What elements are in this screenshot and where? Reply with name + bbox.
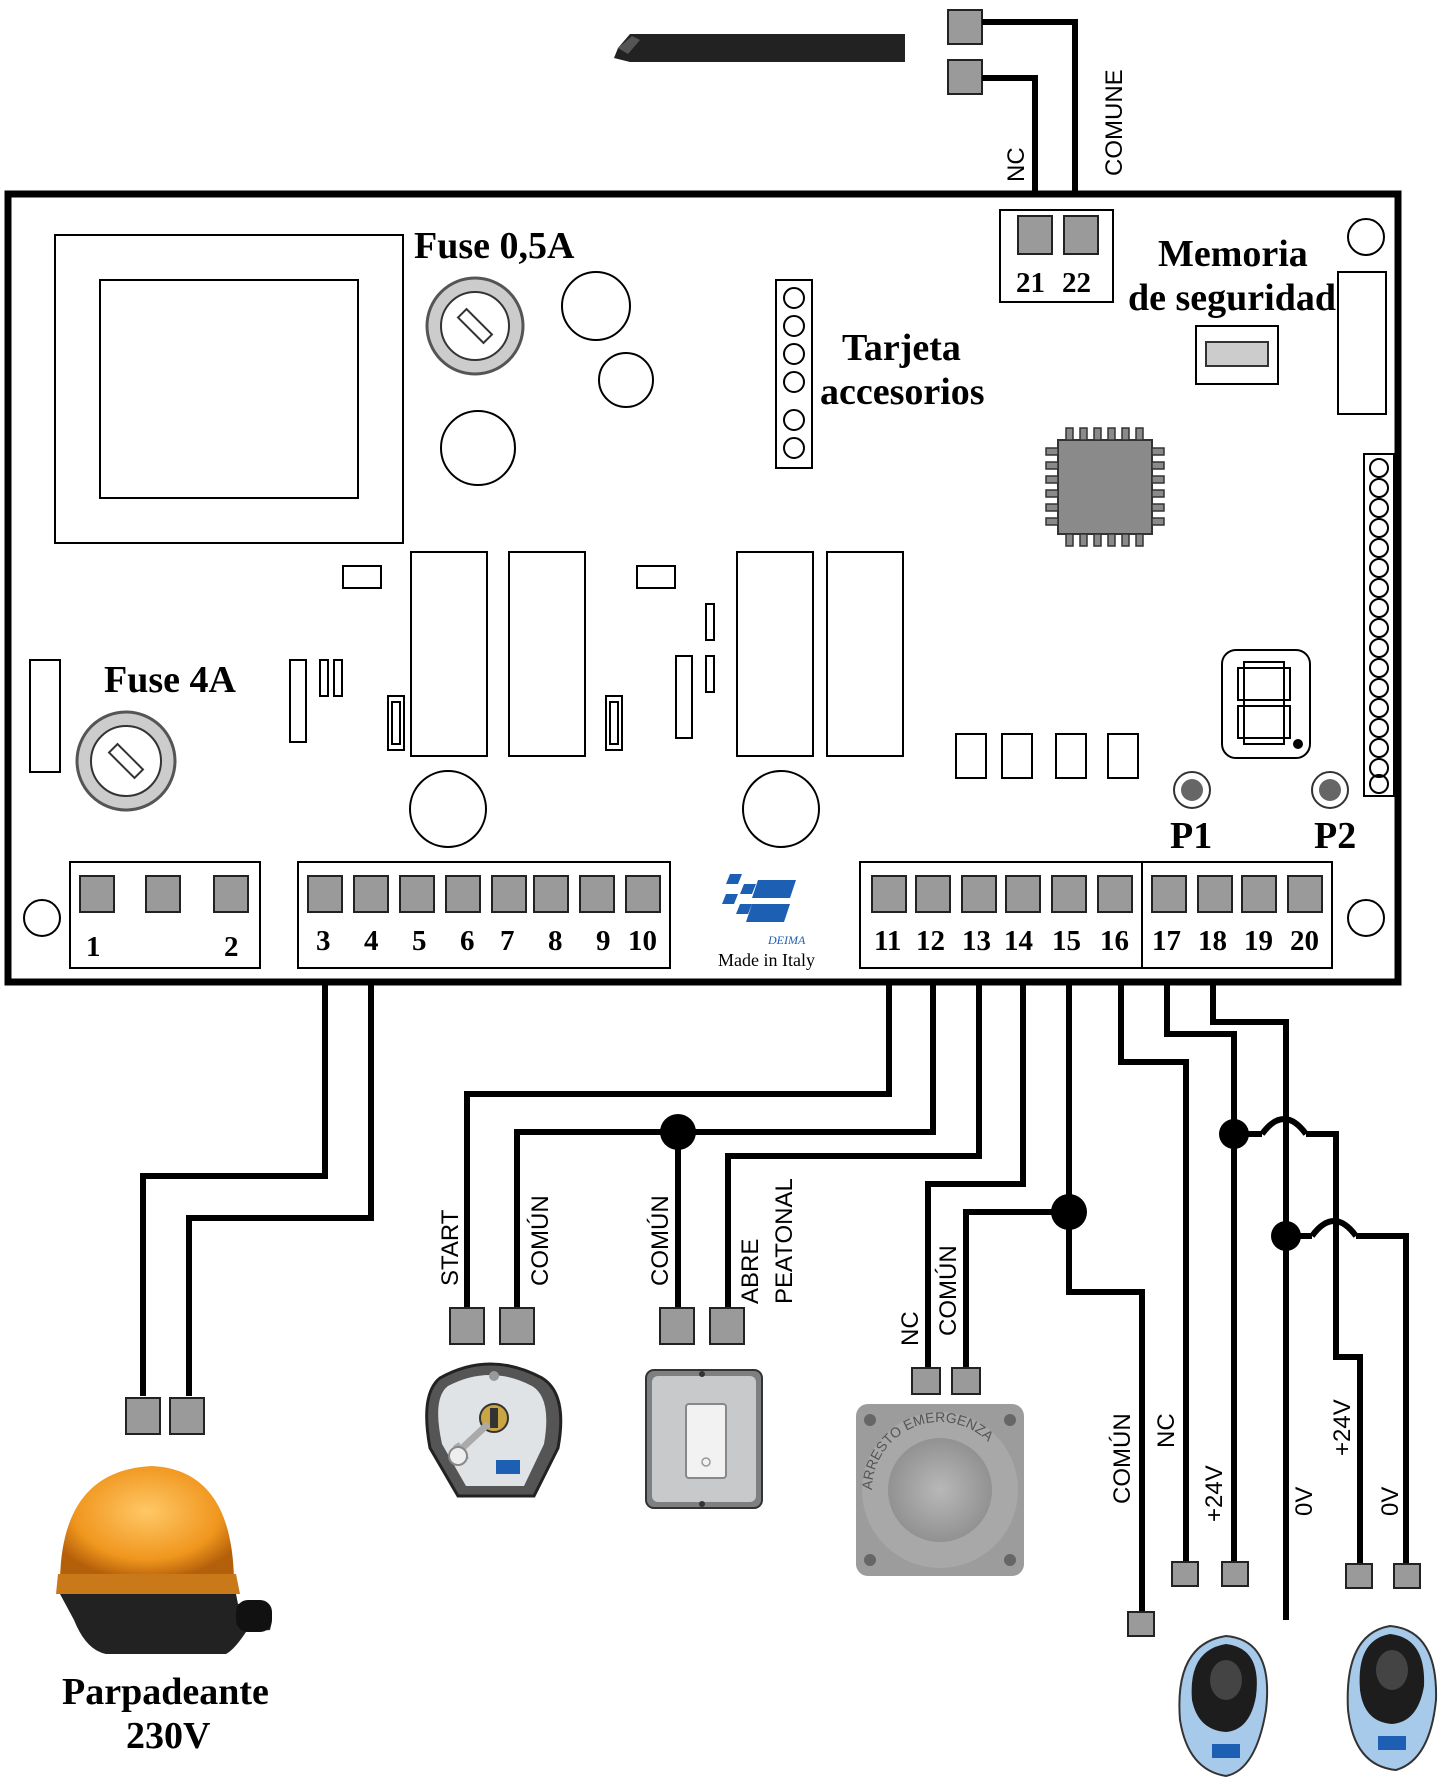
small-components xyxy=(29,565,1139,779)
emergency-stop: ARRESTO EMERGENZA xyxy=(856,1367,1024,1576)
button-p1[interactable] xyxy=(1173,771,1211,809)
wire-label-0v-a: 0V xyxy=(1291,1487,1318,1516)
terminal-block-a xyxy=(69,861,261,969)
wire-label-24v-b: +24V xyxy=(1329,1399,1356,1456)
terminal-22: 22 xyxy=(1062,267,1091,299)
transformer xyxy=(54,234,404,544)
wire-label-stop-nc: NC xyxy=(897,1311,924,1346)
wire-label-0v-b: 0V xyxy=(1377,1487,1404,1516)
wire-label-nc-top: NC xyxy=(1003,147,1030,182)
flashing-lamp xyxy=(56,1397,272,1654)
terminal-17: 17 xyxy=(1152,925,1181,957)
terminal-5: 5 xyxy=(412,925,427,957)
terminal-20: 20 xyxy=(1290,925,1319,957)
terminal-13: 13 xyxy=(962,925,991,957)
terminal-6: 6 xyxy=(460,925,475,957)
pin-header-right xyxy=(1363,453,1395,797)
fuse-large-label: Fuse 4A xyxy=(104,659,237,701)
terminal-8: 8 xyxy=(548,925,563,957)
photocell-b xyxy=(1345,1563,1438,1772)
microcontroller xyxy=(1045,427,1165,547)
fuse-small-label: Fuse 0,5A xyxy=(414,225,575,267)
terminal-21: 21 xyxy=(1016,267,1045,299)
terminal-14: 14 xyxy=(1004,925,1033,957)
terminal-1: 1 xyxy=(86,931,101,963)
terminal-labels-c: 11 12 13 14 15 16 17 18 19 20 xyxy=(874,925,1319,957)
terminal-labels-b: 3 4 5 6 7 8 9 10 xyxy=(316,925,657,957)
capacitors-bottom xyxy=(409,770,820,848)
terminal-4: 4 xyxy=(364,925,379,957)
terminal-10: 10 xyxy=(628,925,657,957)
logo-small-text: DEIMA xyxy=(767,933,806,947)
antenna-terminals xyxy=(947,9,983,95)
terminal-block-top xyxy=(999,209,1114,303)
key-switch xyxy=(425,1307,563,1498)
memory-label-1: Memoria xyxy=(1158,233,1308,275)
wire-nc-top xyxy=(982,75,1038,196)
wire-label-abre: ABRE xyxy=(737,1239,764,1304)
wire-comune xyxy=(982,19,1078,196)
button-p2-label: P2 xyxy=(1314,815,1356,857)
bame-logo: DEIMA Made in Italy xyxy=(718,874,815,970)
wire-label-ped-common: COMÚN xyxy=(647,1195,674,1286)
capacitors-top xyxy=(440,271,654,486)
wire-label-key-common: COMÚN xyxy=(527,1195,554,1286)
terminal-16: 16 xyxy=(1100,925,1129,957)
antenna xyxy=(614,34,905,62)
accessory-label-1: Tarjeta xyxy=(842,327,961,369)
junction-dots xyxy=(660,1114,1301,1251)
terminal-block-c xyxy=(859,861,1333,969)
pedestrian-switch xyxy=(645,1307,763,1509)
terminal-block-b xyxy=(297,861,671,969)
terminal-19: 19 xyxy=(1244,925,1273,957)
mount-hole xyxy=(1347,218,1385,256)
terminal-15: 15 xyxy=(1052,925,1081,957)
fuse-large xyxy=(75,710,177,812)
terminal-3: 3 xyxy=(316,925,331,957)
wire-label-photo-common: COMÚN xyxy=(1109,1413,1136,1504)
seven-segment-display xyxy=(1221,649,1311,759)
terminal-7: 7 xyxy=(500,925,515,957)
accessory-label-2: accesorios xyxy=(820,371,985,413)
terminal-11: 11 xyxy=(874,925,901,957)
memory-chip xyxy=(1195,325,1279,385)
made-in-italy: Made in Italy xyxy=(718,950,815,970)
side-connector xyxy=(1337,271,1387,415)
control-board xyxy=(4,190,1402,986)
mount-hole xyxy=(23,899,61,937)
wire-label-start: START xyxy=(437,1209,464,1286)
wire-label-comune: COMUNE xyxy=(1101,69,1128,176)
wire-label-photo-nc: NC xyxy=(1153,1413,1180,1448)
mount-hole xyxy=(1347,899,1385,937)
wires xyxy=(140,982,1409,1620)
accessory-connector xyxy=(775,279,813,469)
button-p2[interactable] xyxy=(1311,771,1349,809)
wire-label-peatonal: PEATONAL xyxy=(771,1178,798,1304)
photocell-a xyxy=(1127,1561,1269,1778)
terminal-2: 2 xyxy=(224,931,239,963)
button-p1-label: P1 xyxy=(1170,815,1212,857)
terminal-18: 18 xyxy=(1198,925,1227,957)
terminal-12: 12 xyxy=(916,925,945,957)
wire-labels: START COMÚN COMÚN ABRE PEATONAL NC COMÚN… xyxy=(437,1178,1404,1522)
fuse-small xyxy=(425,276,525,376)
relays xyxy=(410,551,904,757)
memory-label-2: de seguridad xyxy=(1128,277,1336,319)
lamp-label-2: 230V xyxy=(126,1715,211,1757)
lamp-label-1: Parpadeante xyxy=(62,1671,269,1713)
wire-label-24v-a: +24V xyxy=(1201,1465,1228,1522)
wire-label-stop-common: COMÚN xyxy=(935,1245,962,1336)
terminal-9: 9 xyxy=(596,925,611,957)
